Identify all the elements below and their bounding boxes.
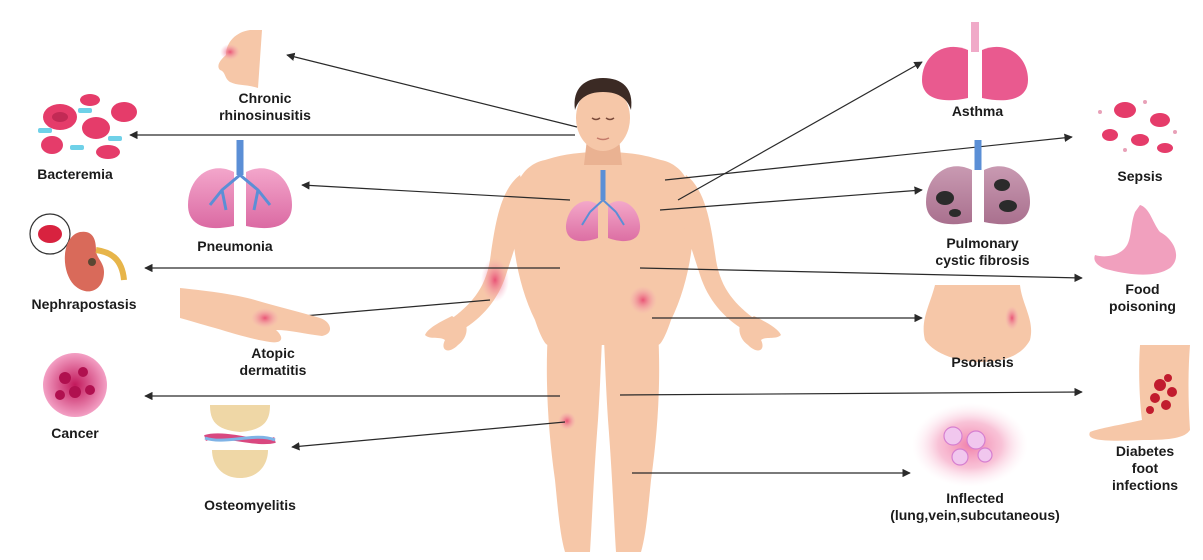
- knee-joint-icon: [205, 405, 275, 478]
- label-pneumonia: Pneumonia: [185, 238, 285, 255]
- diabetic-foot-icon: [1089, 345, 1190, 441]
- nose-icon: [218, 30, 262, 88]
- label-pulmonary-cystic-fibrosis: Pulmonary cystic fibrosis: [915, 235, 1050, 269]
- label-sepsis: Sepsis: [1100, 168, 1180, 185]
- pneumonia-lungs-icon: [188, 140, 292, 228]
- label-chronic-rhinosinusitis: Chronic rhinosinusitis: [205, 90, 325, 124]
- bacteremia-icon: [38, 94, 137, 159]
- human-body-figure: [425, 78, 781, 552]
- label-inflected: Inflected (lung,vein,subcutaneous): [850, 490, 1100, 524]
- label-atopic-dermatitis: Atopic dermatitis: [218, 345, 328, 379]
- label-psoriasis: Psoriasis: [935, 354, 1030, 371]
- hand-icon: [180, 288, 330, 342]
- label-asthma: Asthma: [930, 103, 1025, 120]
- cancer-cell-icon: [43, 353, 107, 417]
- infected-tissue-icon: [912, 403, 1028, 487]
- sepsis-icon: [1098, 100, 1177, 153]
- psoriasis-torso-icon: [924, 285, 1031, 362]
- cystic-fibrosis-lungs-icon: [926, 140, 1030, 224]
- label-nephrapostasis: Nephrapostasis: [14, 296, 154, 313]
- label-cancer: Cancer: [45, 425, 105, 442]
- stomach-icon: [1094, 205, 1176, 275]
- label-food-poisoning: Food poisoning: [1090, 281, 1195, 315]
- asthma-lungs-icon: [922, 22, 1028, 100]
- label-osteomyelitis: Osteomyelitis: [190, 497, 310, 514]
- kidney-icon: [30, 214, 124, 291]
- label-bacteremia: Bacteremia: [20, 166, 130, 183]
- label-diabetes-foot-infections: Diabetes foot infections: [1095, 443, 1195, 494]
